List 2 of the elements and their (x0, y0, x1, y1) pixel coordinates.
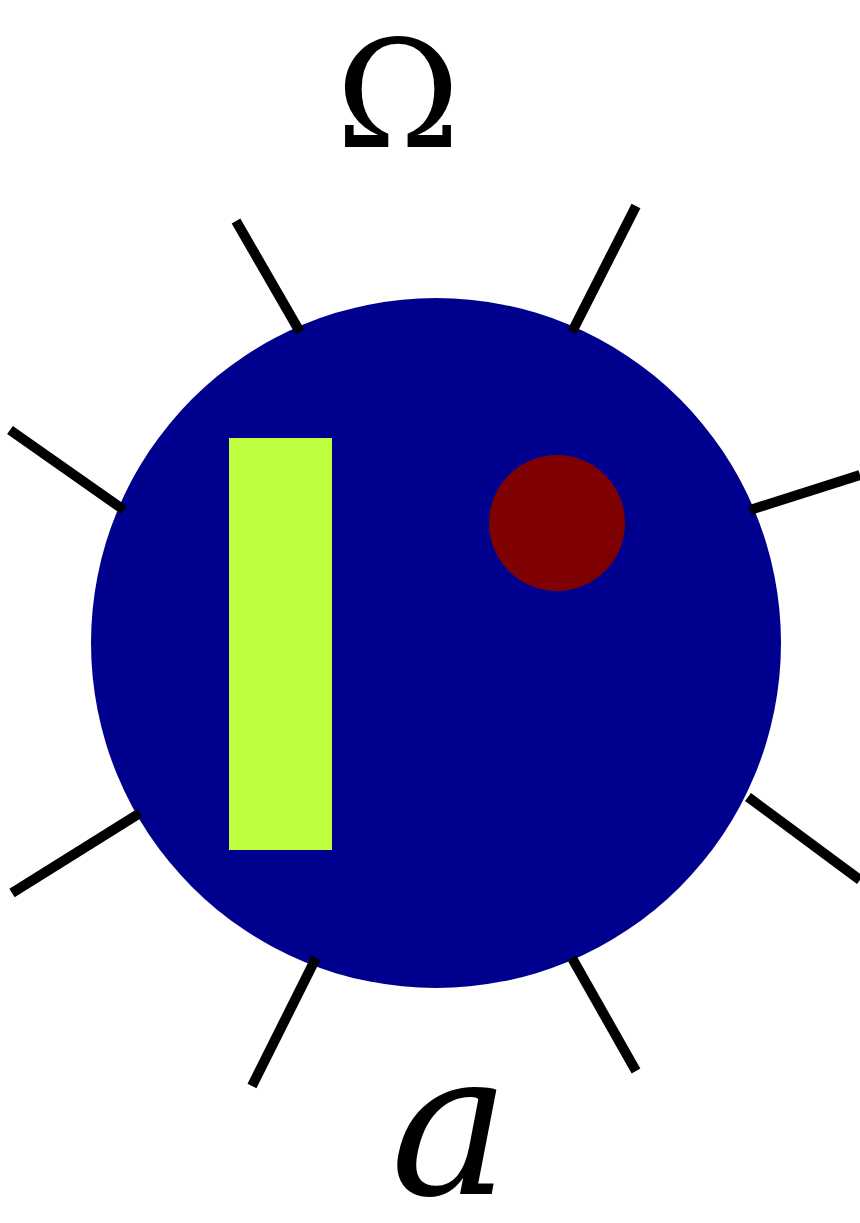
math-symbol: Ω (334, 20, 462, 170)
math-symbol: a (389, 1040, 511, 1210)
